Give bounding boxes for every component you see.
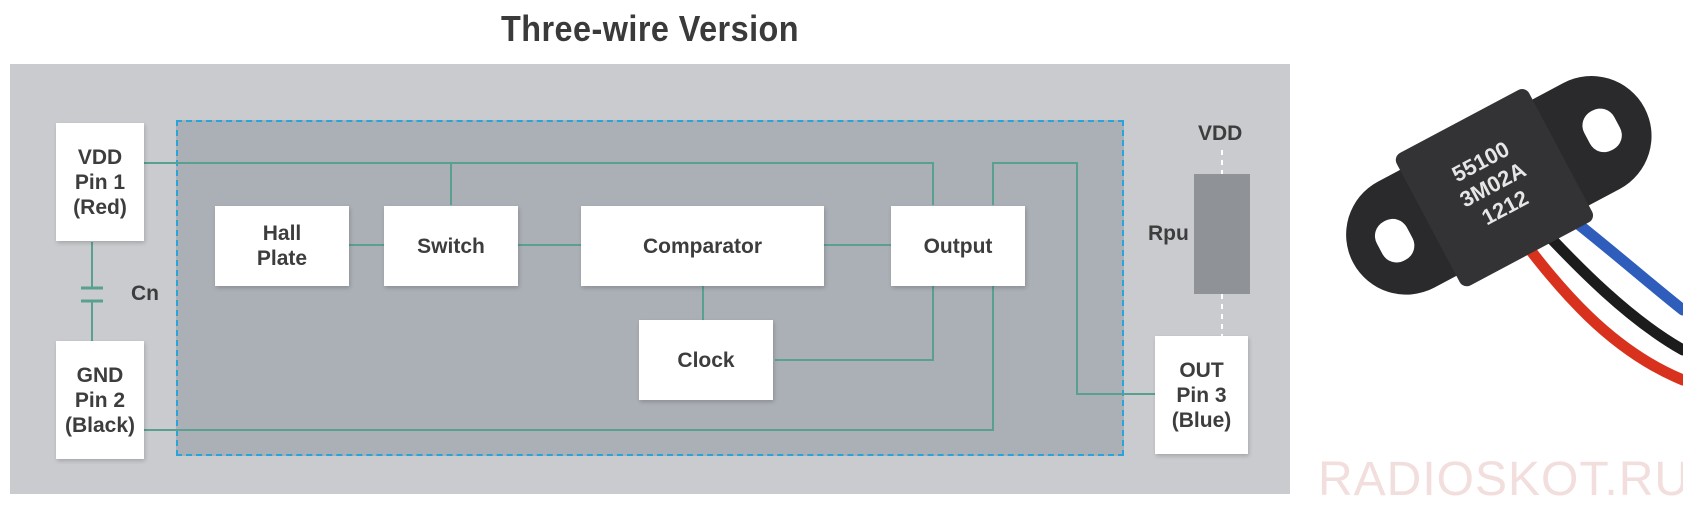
hall-sensor-photo: 55100 3M02A 1212 bbox=[1346, 76, 1683, 386]
clock-block: Clock bbox=[639, 320, 773, 400]
mount-hole-left bbox=[1374, 218, 1415, 263]
gnd-rail-wire bbox=[144, 286, 994, 431]
watermark: RADIOSKOT.RU bbox=[1318, 453, 1683, 506]
cn-label: Cn bbox=[131, 282, 159, 305]
rpu-resistor bbox=[1194, 174, 1250, 294]
rpu-label: Rpu bbox=[1148, 222, 1189, 245]
output-pin-wire bbox=[992, 162, 1155, 395]
gnd-pin-box: GND Pin 2 (Black) bbox=[56, 341, 144, 459]
comparator-block: Comparator bbox=[581, 206, 824, 286]
mount-hole-right bbox=[1582, 108, 1622, 153]
diagram-title: Three-wire Version bbox=[500, 8, 800, 49]
vdd-rail-label: VDD bbox=[1198, 122, 1243, 145]
hall-plate-block: Hall Plate bbox=[215, 206, 349, 286]
vdd-pin-box: VDD Pin 1 (Red) bbox=[56, 123, 144, 241]
out-pin-box: OUT Pin 3 (Blue) bbox=[1155, 336, 1248, 454]
sensor-block bbox=[1395, 89, 1594, 287]
switch-block: Switch bbox=[384, 206, 518, 286]
clock-output-wire bbox=[775, 286, 934, 361]
vdd-rail-wire bbox=[144, 162, 934, 205]
red-wire bbox=[1509, 224, 1683, 386]
output-block: Output bbox=[891, 206, 1025, 286]
ic-boundary bbox=[176, 120, 1124, 456]
